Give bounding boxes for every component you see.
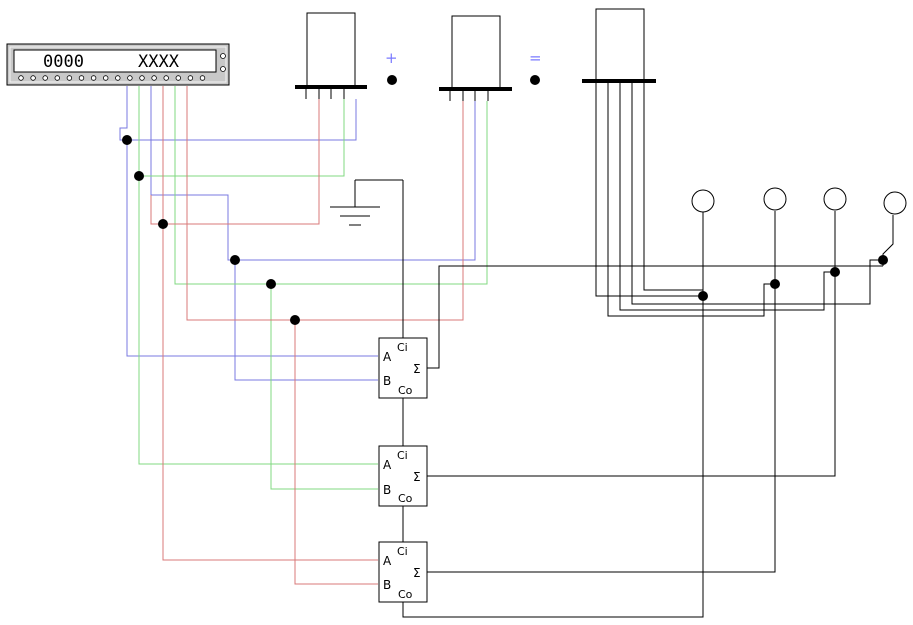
plus-node	[387, 75, 397, 85]
wg-pin	[18, 75, 24, 81]
decoded-display-a[interactable]	[295, 12, 367, 99]
adder-sum-label: Σ	[413, 362, 421, 376]
wg-pin	[90, 75, 97, 81]
adder-ci-label: Ci	[397, 449, 408, 462]
adder-sum-label: Σ	[413, 566, 421, 580]
wg-side-pin	[220, 66, 226, 72]
decoded-display-b[interactable]	[439, 15, 512, 101]
word-generator-pins	[18, 75, 206, 81]
adder-co-label: Co	[398, 588, 413, 601]
wg-pin	[151, 75, 157, 81]
adder-a-label: A	[383, 350, 392, 364]
adder-ci-label: Ci	[397, 341, 408, 354]
adder-sum-label: Σ	[413, 470, 421, 484]
display-value-right: XXXX	[138, 52, 180, 72]
probe-lamp-1	[691, 189, 715, 213]
wg-pin	[54, 75, 60, 81]
junction-nodes	[122, 135, 888, 325]
adder-ci-label: Ci	[397, 545, 408, 558]
wires-red	[150, 86, 464, 585]
junction-node	[230, 255, 240, 265]
wires-green	[138, 86, 488, 490]
full-adder-1[interactable]: A B Ci Co Σ	[378, 337, 428, 399]
wg-pin	[30, 75, 36, 81]
adder-a-label: A	[383, 458, 392, 472]
wg-pin	[139, 75, 145, 81]
junction-node	[770, 279, 780, 289]
adder-co-label: Co	[398, 492, 413, 505]
adder-b-label: B	[383, 483, 391, 497]
junction-node	[158, 219, 168, 229]
adder-a-label: A	[383, 554, 392, 568]
probe-lamp-2	[763, 187, 787, 211]
wg-pin	[66, 75, 73, 81]
wg-pin	[187, 75, 194, 81]
wg-pin	[42, 75, 48, 81]
adder-co-label: Co	[398, 384, 413, 397]
equals-node	[530, 75, 540, 85]
wg-pin	[102, 75, 109, 81]
adder-b-label: B	[383, 374, 391, 388]
adder-b-label: B	[383, 578, 391, 592]
full-adder-2[interactable]: A B Ci Co Σ	[378, 445, 428, 507]
decoded-display-result[interactable]	[582, 8, 656, 83]
wires-blue	[119, 86, 476, 381]
plus-label: +	[385, 49, 398, 67]
output-probes[interactable]	[691, 187, 907, 215]
word-generator-display	[13, 49, 217, 73]
full-adder-3[interactable]: A B Ci Co Σ	[378, 541, 428, 603]
junction-node	[290, 315, 300, 325]
junction-node	[266, 279, 276, 289]
probe-lamp-4	[883, 191, 907, 215]
wg-pin	[115, 75, 121, 81]
wg-pin	[78, 75, 85, 81]
junction-node	[698, 291, 708, 301]
display-value-left: 0000	[43, 52, 84, 72]
ground-symbol	[330, 179, 403, 226]
equals-label: =	[529, 49, 542, 67]
wg-pin	[199, 75, 206, 81]
junction-node	[878, 255, 888, 265]
junction-node	[122, 135, 132, 145]
wg-pin	[175, 75, 181, 81]
wg-pin	[163, 75, 169, 81]
word-generator[interactable]: 0000 XXXX	[6, 43, 230, 86]
junction-node	[134, 171, 144, 181]
junction-node	[830, 267, 840, 277]
wg-side-pin	[220, 53, 226, 59]
wg-pin	[127, 75, 133, 81]
probe-lamp-3	[823, 187, 847, 211]
wires-black	[402, 81, 894, 618]
